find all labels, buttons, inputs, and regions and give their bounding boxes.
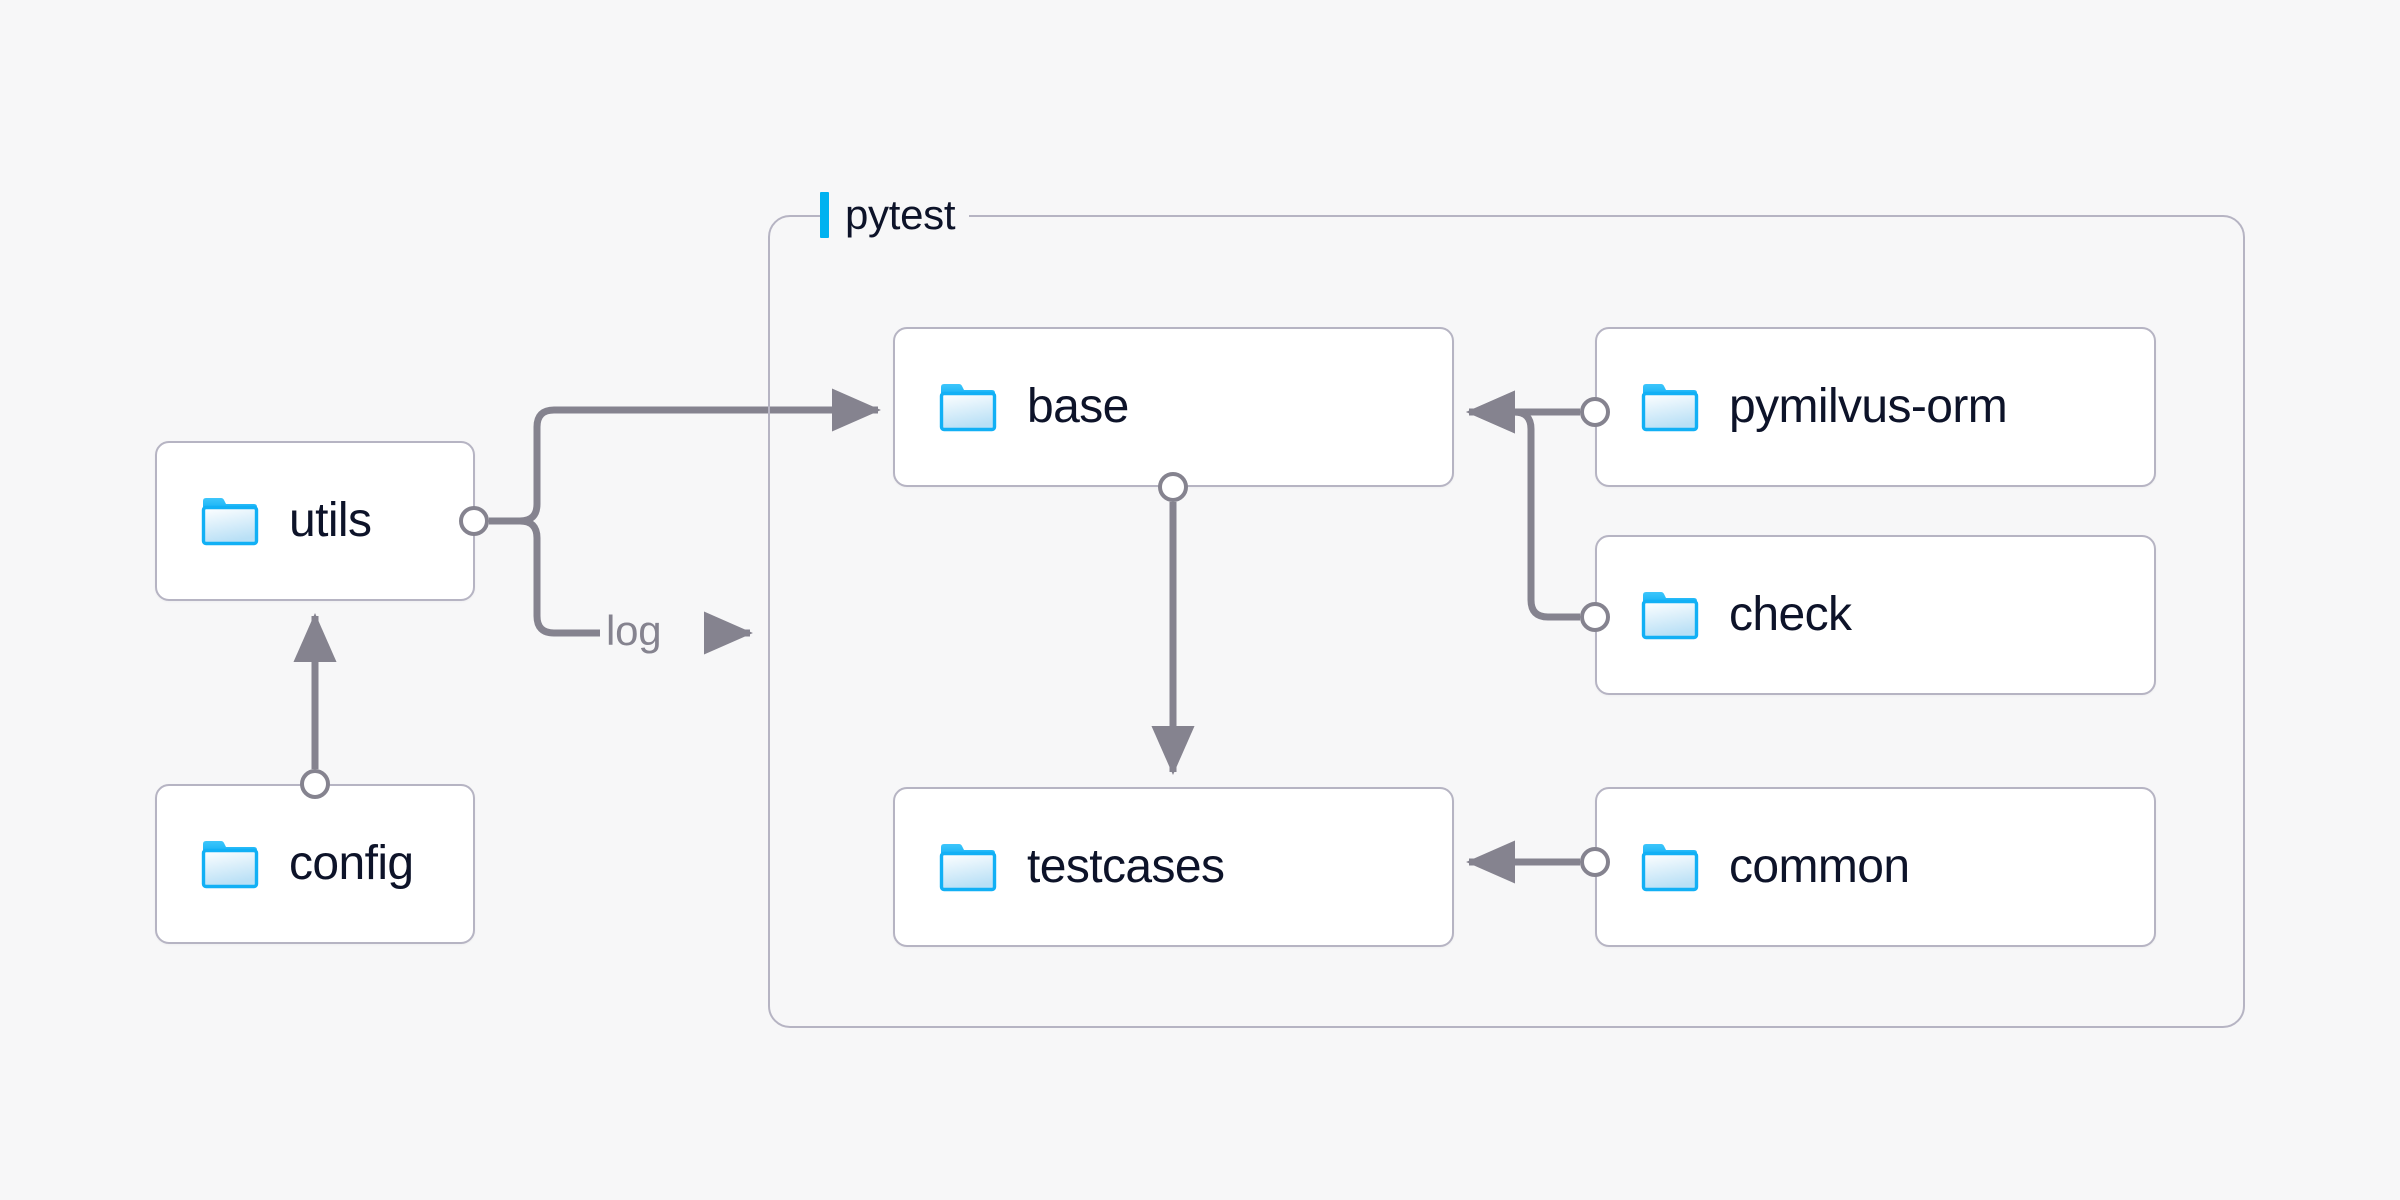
node-label: config (289, 837, 414, 890)
port-common-left[interactable] (1580, 847, 1610, 877)
node-base[interactable]: base (893, 327, 1454, 487)
node-utils[interactable]: utils (155, 441, 475, 601)
folder-icon (939, 842, 997, 892)
port-check-left[interactable] (1580, 602, 1610, 632)
node-label: common (1729, 840, 1910, 893)
node-common[interactable]: common (1595, 787, 2156, 947)
edge-label-log: log (600, 610, 668, 652)
node-config[interactable]: config (155, 784, 475, 944)
folder-icon (939, 382, 997, 432)
port-pymilvus-orm-left[interactable] (1580, 397, 1610, 427)
port-config-top[interactable] (300, 769, 330, 799)
folder-icon (1641, 382, 1699, 432)
node-testcases[interactable]: testcases (893, 787, 1454, 947)
folder-icon (201, 496, 259, 546)
group-accent-bar (820, 192, 829, 238)
port-utils-right[interactable] (459, 506, 489, 536)
node-label: base (1027, 380, 1129, 433)
group-pytest[interactable] (768, 215, 2245, 1028)
node-label: check (1729, 588, 1852, 641)
folder-icon (1641, 590, 1699, 640)
node-label: utils (289, 494, 372, 547)
node-pymilvus-orm[interactable]: pymilvus-orm (1595, 327, 2156, 487)
group-title: pytest (845, 191, 956, 238)
folder-icon (1641, 842, 1699, 892)
folder-icon (201, 839, 259, 889)
node-check[interactable]: check (1595, 535, 2156, 695)
edge-utils-to-log (519, 517, 600, 637)
node-label: pymilvus-orm (1729, 380, 2008, 433)
port-base-bottom[interactable] (1158, 472, 1188, 502)
node-label: testcases (1027, 840, 1225, 893)
group-pytest-label: pytest (820, 188, 970, 242)
